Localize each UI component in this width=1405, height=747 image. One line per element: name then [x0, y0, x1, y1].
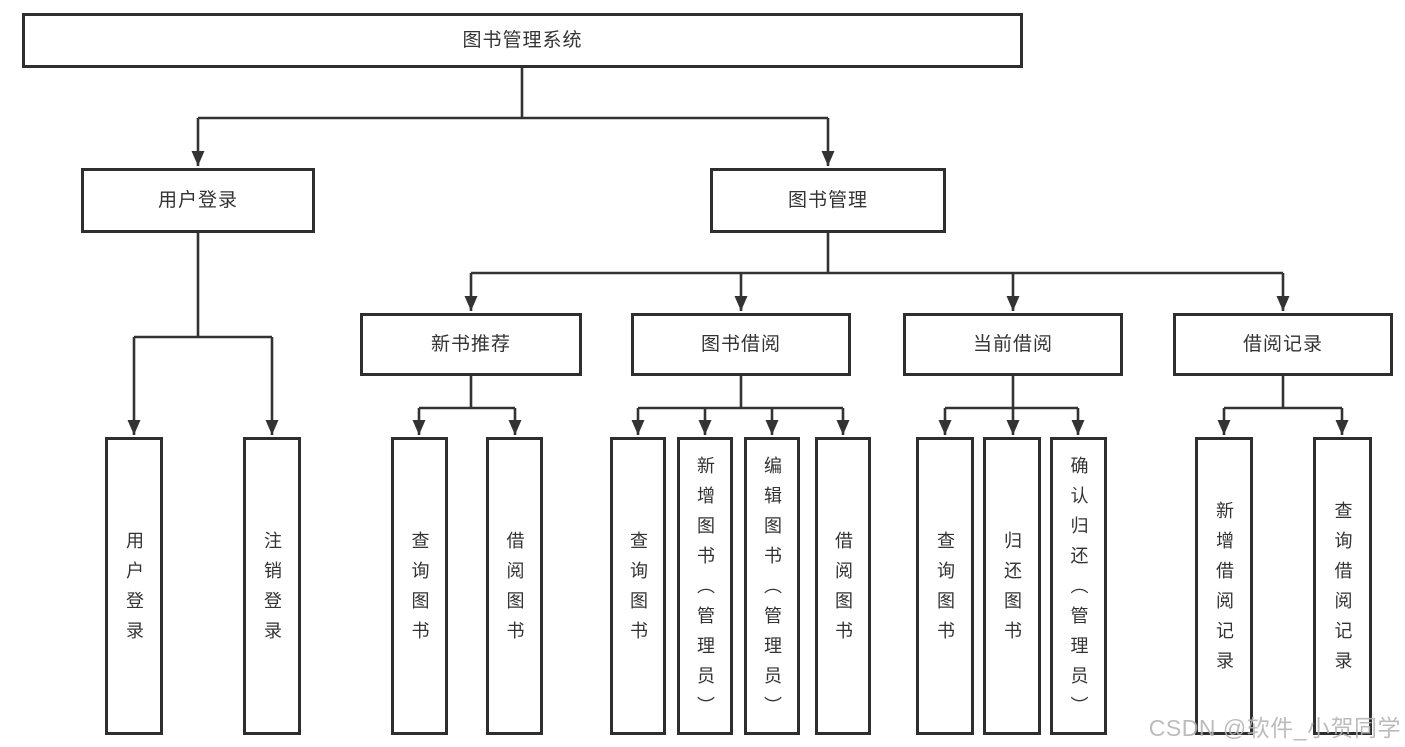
node-borrowing-records: 借阅记录: [1173, 313, 1393, 376]
leaf-add-borrowing-record: 新增借阅记录: [1195, 437, 1253, 735]
leaf-query-borrowing-record: 查询借阅记录: [1313, 437, 1372, 735]
node-book-borrowing: 图书借阅: [631, 313, 851, 376]
leaf-return-book: 归还图书: [983, 437, 1041, 735]
node-new-book-recommendation: 新书推荐: [360, 313, 582, 376]
leaf-query-books-recommend: 查询图书: [391, 437, 448, 735]
leaf-confirm-return-admin: 确认归还（管理员）: [1050, 437, 1107, 735]
csdn-watermark: CSDN @软件_小贺同学: [1148, 715, 1401, 741]
leaf-add-book-admin: 新增图书（管理员）: [677, 437, 733, 735]
leaf-logout: 注销登录: [243, 437, 301, 735]
leaf-edit-book-admin: 编辑图书（管理员）: [744, 437, 800, 735]
leaf-borrow-books-recommend: 借阅图书: [486, 437, 543, 735]
leaf-query-books-borrowing: 查询图书: [610, 437, 666, 735]
node-current-borrowing: 当前借阅: [903, 313, 1123, 376]
leaf-user-login: 用户登录: [105, 437, 163, 735]
node-library-management-system: 图书管理系统: [22, 13, 1023, 68]
node-book-management: 图书管理: [710, 168, 946, 233]
leaf-borrow-books-borrowing: 借阅图书: [815, 437, 871, 735]
leaf-query-books-current: 查询图书: [916, 437, 974, 735]
node-user-login: 用户登录: [81, 168, 315, 233]
